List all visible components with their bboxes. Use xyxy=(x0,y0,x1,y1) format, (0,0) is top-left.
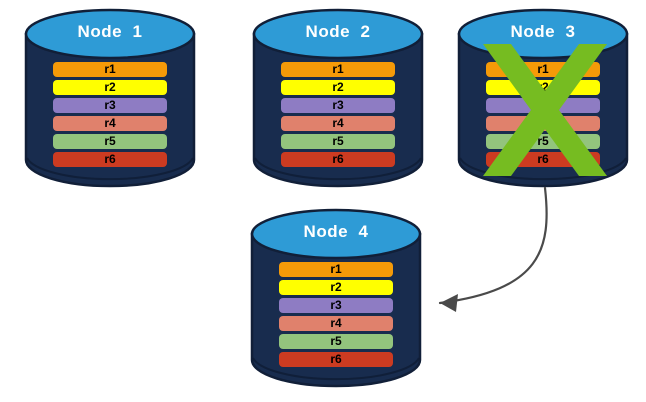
data-row-r1[interactable]: r1 xyxy=(279,262,393,277)
db-node-2[interactable]: Node 2 r1 r2 r3 r4 r5 r6 xyxy=(250,8,426,190)
cylinder-bottom-curve xyxy=(459,157,627,181)
cylinder-top xyxy=(24,8,196,60)
db-node-4[interactable]: Node 4 r1 r2 r3 r4 r5 r6 xyxy=(248,208,424,390)
data-row-r5[interactable]: r5 xyxy=(281,134,395,149)
data-row-r6[interactable]: r6 xyxy=(281,152,395,167)
data-row-r4[interactable]: r4 xyxy=(281,116,395,131)
data-row-r2[interactable]: r2 xyxy=(53,80,167,95)
data-row-r4[interactable]: r4 xyxy=(53,116,167,131)
cylinder-bottom-curve xyxy=(26,157,194,181)
db-node-1[interactable]: Node 1 r1 r2 r3 r4 r5 r6 xyxy=(22,8,198,190)
data-row-r6[interactable]: r6 xyxy=(53,152,167,167)
node-title: Node 4 xyxy=(303,222,369,241)
replication-arrow-path xyxy=(438,186,548,305)
data-row-r5[interactable]: r5 xyxy=(53,134,167,149)
row-stack: r1 r2 r3 r4 r5 r6 xyxy=(53,62,167,167)
row-stack: r1 r2 r3 r4 r5 r6 xyxy=(281,62,395,167)
x-stroke-b xyxy=(483,44,607,176)
data-row-r1[interactable]: r1 xyxy=(53,62,167,77)
cylinder-bottom-curve xyxy=(252,357,420,381)
data-row-r5[interactable]: r5 xyxy=(279,334,393,349)
node-title: Node 1 xyxy=(77,22,143,41)
db-node-3[interactable]: Node 3r1r2r3r4r5r6 xyxy=(455,8,631,190)
node-title: Node 3 xyxy=(510,22,576,41)
cylinder-top xyxy=(252,8,424,60)
replication-arrow-head xyxy=(440,294,458,312)
data-row-r4[interactable]: r4 xyxy=(279,316,393,331)
data-row-r3[interactable]: r3 xyxy=(279,298,393,313)
cylinder-top xyxy=(250,208,422,260)
data-row-r2[interactable]: r2 xyxy=(281,80,395,95)
row-stack: r1 r2 r3 r4 r5 r6 xyxy=(279,262,393,367)
data-row-r3[interactable]: r3 xyxy=(53,98,167,113)
cylinder-bottom-curve xyxy=(254,157,422,181)
node-title: Node 2 xyxy=(305,22,371,41)
data-row-r2[interactable]: r2 xyxy=(279,280,393,295)
data-row-r3[interactable]: r3 xyxy=(281,98,395,113)
data-row-r1[interactable]: r1 xyxy=(281,62,395,77)
node-failed-x-icon xyxy=(483,44,607,176)
data-row-r6[interactable]: r6 xyxy=(279,352,393,367)
